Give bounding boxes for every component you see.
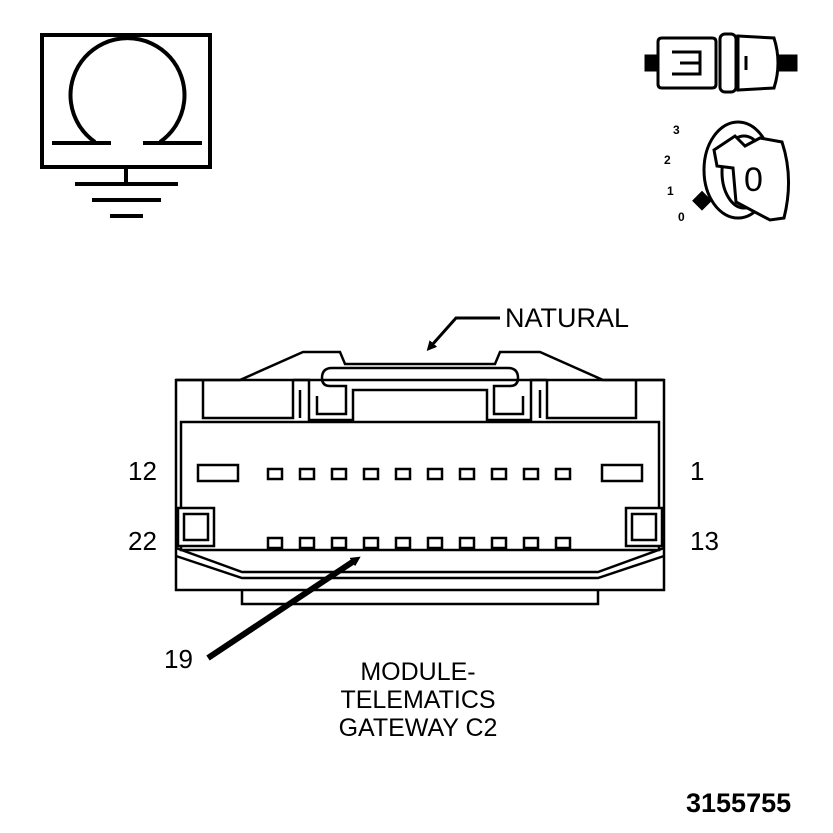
- pin-cavity-19b: [330, 536, 348, 550]
- pin-label-1: 1: [690, 456, 705, 486]
- pin-cavity-4: [490, 467, 508, 481]
- pin-label-13: 13: [690, 526, 719, 556]
- pin-label-19: 19: [164, 644, 193, 674]
- pin-cavity-3: [522, 467, 540, 481]
- pin-cavity-6: [426, 467, 444, 481]
- connector-name-line-1: MODULE-: [360, 658, 476, 686]
- pin-cavities: [196, 463, 644, 550]
- pin-cavity-18: [394, 536, 412, 550]
- connector-color-label: NATURAL: [505, 303, 630, 333]
- ohm-ground-icon: [40, 33, 212, 218]
- connector-name: MODULE- TELEMATICS GATEWAY C2: [288, 658, 548, 742]
- pin-label-12: 12: [128, 456, 157, 486]
- pin-cavity-11: [266, 467, 284, 481]
- pin-cavity-7: [394, 467, 412, 481]
- connector-name-line-3: GATEWAY C2: [338, 714, 498, 742]
- ignition-position-0: 0: [678, 210, 685, 224]
- pin-cavity-2: [554, 467, 572, 481]
- pin-cavity-20: [298, 536, 316, 550]
- natural-leader-line: [426, 316, 500, 351]
- pin-cavity-15: [490, 536, 508, 550]
- ignition-key-icon: [692, 120, 791, 222]
- connector-housing: [174, 350, 666, 606]
- ignition-position-1: 1: [667, 184, 674, 198]
- pin-cavity-14: [522, 536, 540, 550]
- pin-cavity-21: [266, 536, 284, 550]
- pin-cavity-8: [362, 467, 380, 481]
- ignition-key-label: 0: [744, 161, 763, 199]
- ignition-position-3: 3: [673, 123, 680, 137]
- pin-cavity-9: [330, 467, 348, 481]
- pin-cavity-17: [426, 536, 444, 550]
- pin-cavity-16: [458, 536, 476, 550]
- pin-cavity-10: [298, 467, 316, 481]
- pin-cavity-13b: [554, 536, 572, 550]
- ignition-position-2: 2: [664, 153, 671, 167]
- pin-19-callout-arrow: [206, 556, 361, 661]
- connector-icon: [644, 32, 798, 94]
- pin-cavity-5: [458, 467, 476, 481]
- figure-id: 3155755: [686, 788, 792, 818]
- pin-label-22: 22: [128, 526, 157, 556]
- pin-cavity-19: [362, 536, 380, 550]
- connector-name-line-2: TELEMATICS: [340, 686, 496, 714]
